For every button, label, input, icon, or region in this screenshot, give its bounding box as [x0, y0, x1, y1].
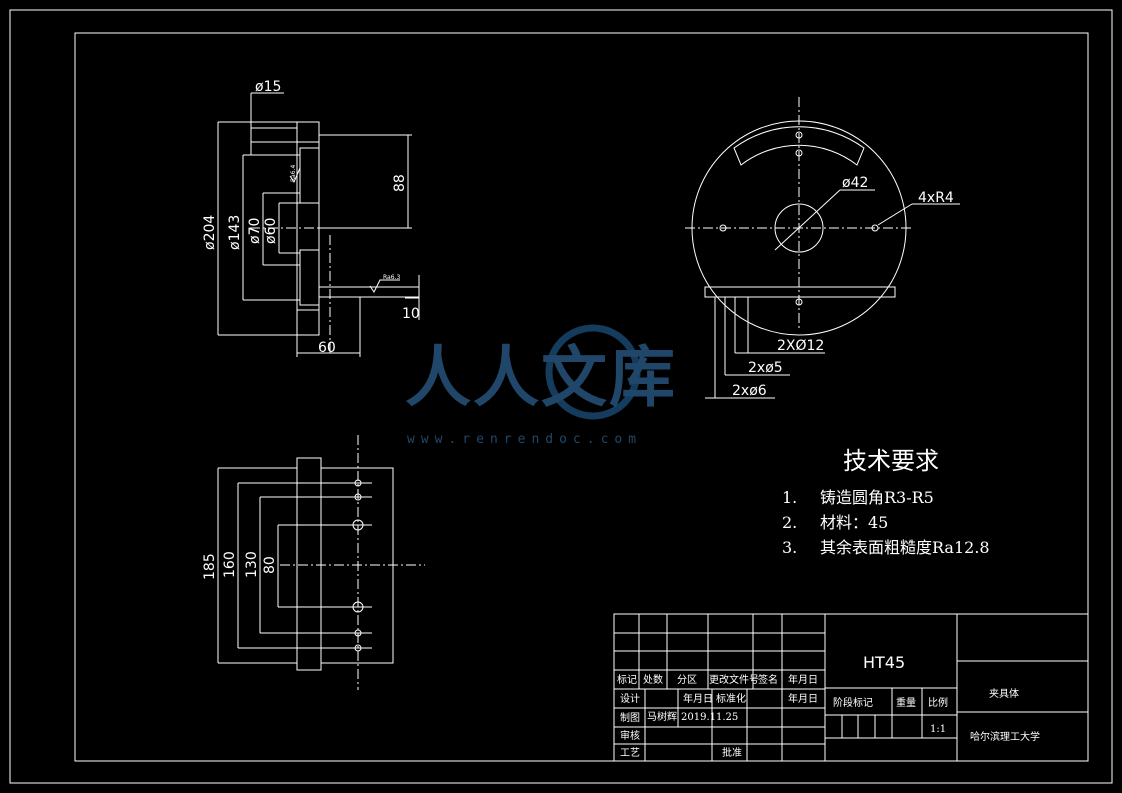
dim-d15: ø15: [255, 79, 281, 95]
roughness-2: Ra6.3: [383, 274, 400, 281]
tb-drafter-name: 马树辉: [647, 710, 677, 723]
tb-school: 哈尔滨理工大学: [970, 730, 1040, 743]
tb-hdr-2: 分区: [677, 674, 697, 686]
dim-d42: ø42: [842, 175, 868, 191]
requirements: 技术要求 1. 铸造圆角R3-R5 2. 材料：45 3. 其余表面粗糙度Ra1…: [782, 447, 990, 557]
tb-check: 审核: [620, 729, 640, 742]
tb-hdr-1: 处数: [643, 673, 663, 686]
req-3-num: 3.: [782, 538, 797, 557]
title-block: HT45 夹具体 哈尔滨理工大学 阶段标记 重量 比例 1:1 标记 处数 分区…: [613, 613, 1089, 762]
dim-t10: 10: [402, 306, 420, 322]
tb-process: 工艺: [620, 747, 640, 759]
tb-date: 2019.11.25: [681, 712, 738, 723]
req-1-num: 1.: [782, 488, 797, 507]
dim-d143: ø143: [227, 215, 243, 250]
dim-2xd6: 2xø6: [732, 383, 767, 399]
tb-approve: 批准: [722, 746, 742, 759]
watermark-text: 人人文库: [405, 339, 677, 416]
tb-std: 标准化: [716, 692, 746, 705]
tb-design: 设计: [620, 692, 640, 705]
outer-frame: [9, 9, 1113, 784]
dim-4xr4: 4xR4: [918, 190, 954, 206]
dim-80: 80: [262, 556, 278, 574]
tb-ymd2: 年月日: [788, 692, 818, 705]
dim-185: 185: [202, 553, 218, 580]
tb-drafter: 制图: [620, 711, 640, 724]
left-section-view: ø15 ø204 ø143 ø70 ø60 88 10 60 Ra6.4 Ra6…: [202, 79, 420, 357]
tb-part-name: 夹具体: [989, 687, 1019, 700]
tb-hdr-0: 标记: [617, 674, 637, 686]
tb-stage-label: 阶段标记: [833, 696, 873, 709]
req-1-text: 铸造圆角R3-R5: [820, 488, 934, 507]
inner-frame: [74, 32, 1089, 762]
dim-d70: ø70: [247, 218, 263, 244]
tb-weight-label: 重量: [896, 696, 916, 709]
tb-ymd: 年月日: [683, 692, 713, 705]
dim-160: 160: [222, 551, 238, 578]
watermark: 人人文库 www.renrendoc.com: [405, 324, 677, 447]
tb-hdr-5: 年月日: [788, 673, 818, 686]
dim-h88: 88: [392, 174, 408, 192]
tb-hdr-4: 签名: [758, 673, 778, 686]
req-2-num: 2.: [782, 513, 797, 532]
tb-scale-value: 1:1: [930, 724, 946, 735]
tb-material: HT45: [863, 653, 905, 672]
dim-d204: ø204: [202, 215, 218, 250]
roughness-1: Ra6.4: [290, 165, 297, 182]
bottom-view: 185 160 130 80: [202, 435, 425, 690]
tb-scale-label: 比例: [928, 696, 948, 709]
tb-hdr-3: 更改文件号: [709, 673, 759, 686]
dim-w60: 60: [318, 340, 336, 356]
requirements-title: 技术要求: [843, 447, 939, 475]
watermark-url: www.renrendoc.com: [407, 432, 642, 447]
dim-d60: ø60: [263, 218, 279, 244]
req-2-text: 材料：45: [820, 513, 888, 532]
req-3-text: 其余表面粗糙度Ra12.8: [820, 538, 990, 557]
dim-2xd12: 2XØ12: [777, 338, 824, 354]
dim-130: 130: [244, 551, 260, 578]
dim-2xd5: 2xø5: [748, 360, 783, 376]
right-circle-view: ø42 4xR4 2XØ12 2xø5 2xø6: [685, 97, 960, 399]
